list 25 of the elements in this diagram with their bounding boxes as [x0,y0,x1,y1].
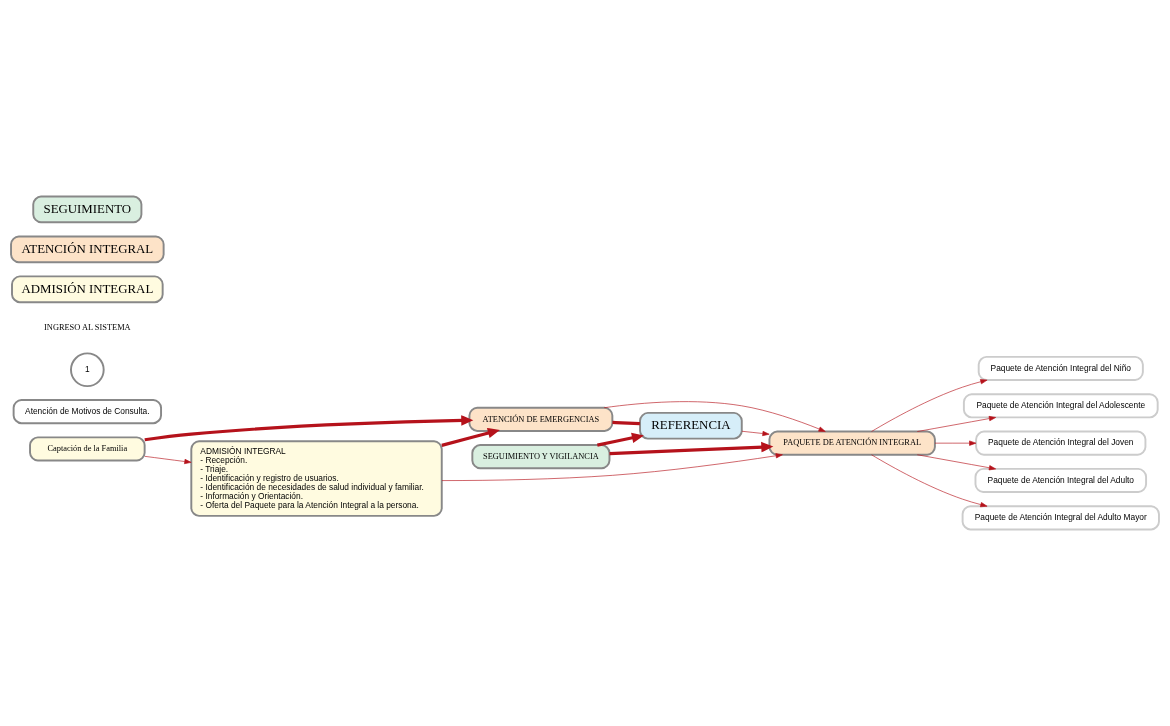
arrow [441,427,500,447]
arrow [871,454,988,508]
arrow [603,401,826,432]
node-box: REFERENCIA [639,411,743,440]
node-box: Atención de Motivos de Consulta. [12,399,162,425]
node-box: Paquete de Atención Integral del Niño [977,355,1144,382]
node-box: SEGUIMIENTO [32,195,143,224]
node-box: Paquete de Atención Integral del Adulto Mayor [961,505,1160,531]
node-box: ADMISIÓN INTEGRAL [11,275,164,304]
arrow [916,454,997,471]
arrow [609,441,774,456]
node-circle: 1 [70,352,105,388]
node-box: ADMISIÓN INTEGRAL - Recepción. - Triaje. - Identificación y registro de usuarios. - Identificación de necesidades de salud individual y familiar. - Información y Orientación. - Oferta del Paquete para la Atención Integral a la persona. [190,440,443,517]
arrow [871,379,988,432]
arrow [916,416,997,432]
node-box: Paquete de Atención Integral del Joven [975,430,1147,456]
arrow [741,430,770,437]
node-box: Paquete de Atención Integral del Adolescente [962,393,1159,419]
arrow [597,432,644,447]
node-box: ATENCIÓN INTEGRAL [10,235,165,264]
arrow [934,440,977,446]
arrow [441,453,783,481]
connector [612,420,640,426]
arrow [144,415,474,442]
arrow [144,456,192,465]
